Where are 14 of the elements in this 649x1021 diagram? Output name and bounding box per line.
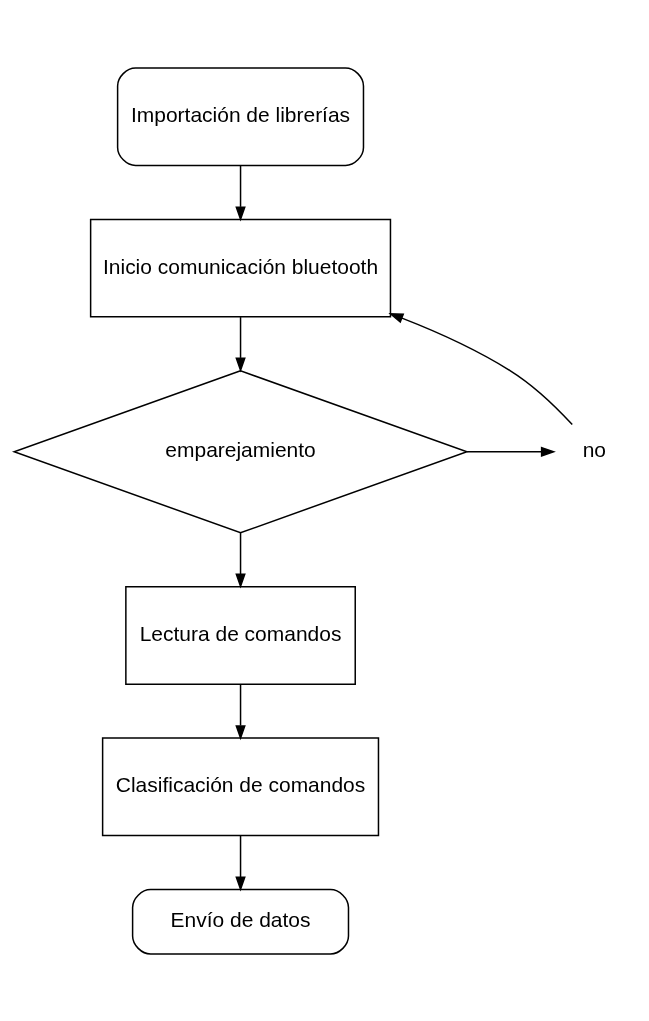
arrow bbox=[235, 531, 246, 588]
node-box: Clasificación de comandos bbox=[101, 736, 380, 836]
node-text: no bbox=[582, 437, 607, 461]
arrow bbox=[388, 312, 573, 425]
arrow bbox=[235, 834, 246, 891]
node-box: Importación de librerías bbox=[116, 66, 365, 166]
arrow bbox=[235, 315, 246, 373]
arrow bbox=[466, 446, 556, 457]
node-box: Inicio comunicación bluetooth bbox=[89, 218, 392, 318]
node-diamond: emparejamiento bbox=[11, 369, 470, 534]
node-box: Envío de datos bbox=[131, 888, 350, 955]
arrow bbox=[235, 164, 246, 221]
node-box: Lectura de comandos bbox=[125, 585, 356, 685]
arrow bbox=[235, 683, 246, 740]
